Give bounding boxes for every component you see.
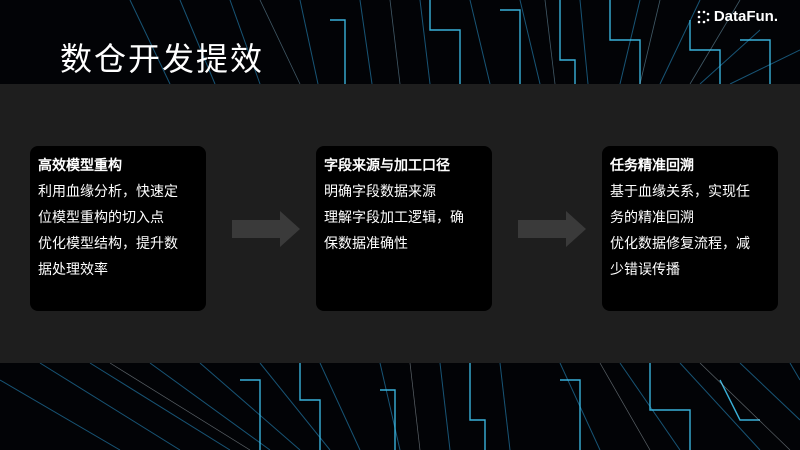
arrow-right-icon (518, 211, 586, 247)
card-title: 高效模型重构 (38, 158, 122, 174)
card-title: 任务精准回溯 (610, 158, 694, 174)
arrow-right-icon (232, 211, 300, 247)
content-panel: 高效模型重构 利用血缘分析，快速定 位模型重构的切入点 优化模型结构，提升数 据… (0, 84, 800, 363)
card-line: 理解字段加工逻辑，确 (324, 210, 464, 226)
datafun-logo-icon (697, 10, 710, 23)
page-title: 数仓开发提效 (60, 40, 265, 78)
card-line: 保数据准确性 (324, 236, 408, 252)
card-title: 字段来源与加工口径 (324, 158, 450, 174)
card-line: 明确字段数据来源 (324, 184, 436, 200)
card-line: 优化数据修复流程，减 (610, 236, 750, 252)
card-line: 据处理效率 (38, 262, 108, 278)
card-model-refactor: 高效模型重构 利用血缘分析，快速定 位模型重构的切入点 优化模型结构，提升数 据… (30, 146, 206, 311)
card-line: 少错误传播 (610, 262, 680, 278)
card-line: 位模型重构的切入点 (38, 210, 164, 226)
logo-text: DataFun. (713, 8, 778, 25)
card-task-backtrack: 任务精准回溯 基于血缘关系，实现任 务的精准回溯 优化数据修复流程，减 少错误传… (602, 146, 778, 311)
card-line: 优化模型结构，提升数 (38, 236, 178, 252)
card-line: 基于血缘关系，实现任 (610, 184, 750, 200)
card-line: 利用血缘分析，快速定 (38, 184, 178, 200)
card-line: 务的精准回溯 (610, 210, 694, 226)
datafun-logo: DataFun. (696, 8, 778, 25)
card-field-source: 字段来源与加工口径 明确字段数据来源 理解字段加工逻辑，确 保数据准确性 (316, 146, 492, 311)
